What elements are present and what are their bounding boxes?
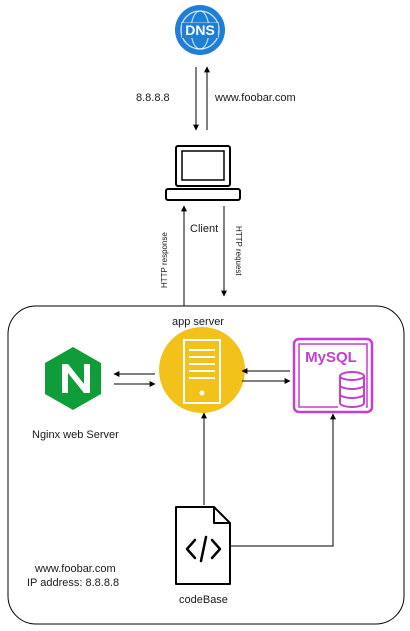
arrow-codebase-to-mysql: [231, 413, 336, 547]
server-container: [7, 305, 405, 625]
edge-label-ip: 8.8.8.8: [136, 92, 170, 104]
app-server-label: app server: [172, 316, 224, 328]
app-server-icon: [159, 327, 245, 413]
domain-label: www.foobar.com: [35, 563, 116, 575]
edge-label-http-request: HTTP request: [234, 226, 243, 276]
edge-label-domain: www.foobar.com: [215, 92, 296, 104]
edge-label-http-response: HTTP response: [160, 232, 169, 288]
dns-label: DNS: [185, 22, 215, 38]
nginx-icon: [45, 347, 101, 410]
dns-icon: DNS: [175, 5, 225, 55]
mysql-icon: MySQL: [292, 337, 374, 414]
mysql-label: MySQL: [305, 349, 357, 366]
code-file-icon: [175, 506, 231, 585]
ip-label: IP address: 8.8.8.8: [27, 577, 120, 589]
nginx-label: Nginx web Server: [32, 429, 119, 441]
computer-icon: [165, 145, 241, 201]
client-label: Client: [190, 223, 219, 235]
codebase-label: codeBase: [179, 594, 228, 606]
